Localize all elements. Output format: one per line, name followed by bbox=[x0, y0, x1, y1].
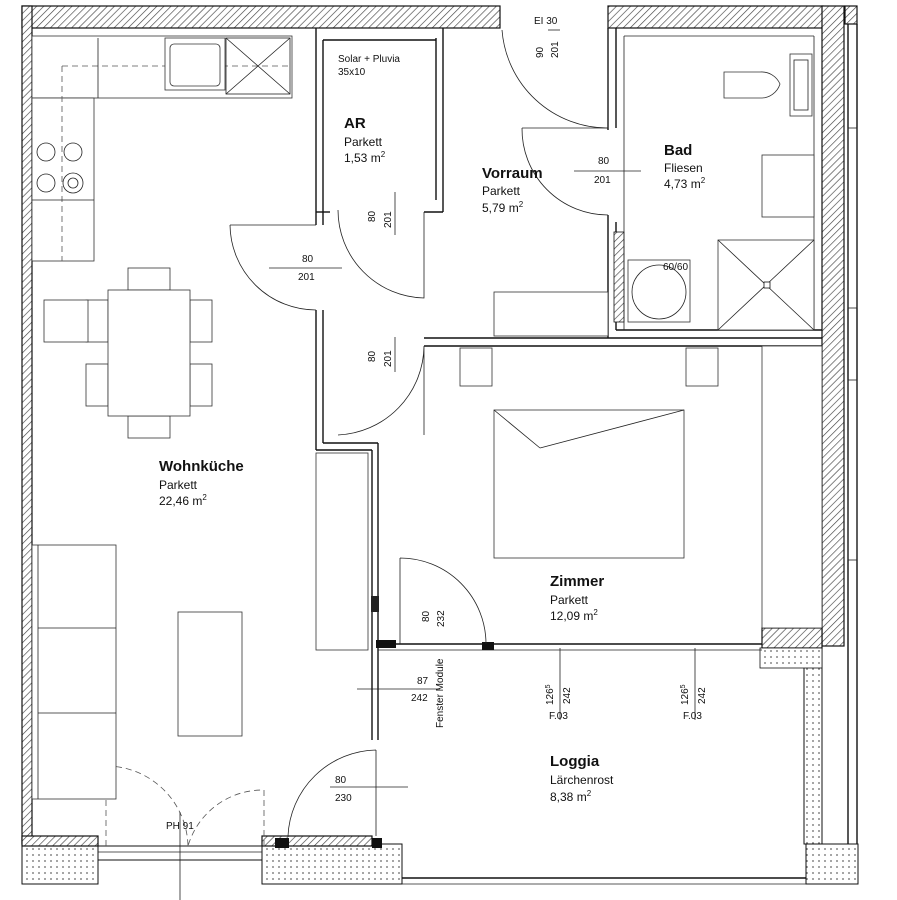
loggia-door-swing bbox=[399, 557, 487, 645]
room-floor-bad: Fliesen bbox=[664, 161, 703, 175]
entrance-door-swing bbox=[501, 29, 609, 129]
bedroom-furniture bbox=[459, 345, 823, 629]
room-floor-wohnkueche: Parkett bbox=[159, 478, 198, 492]
room-name-bad: Bad bbox=[664, 142, 692, 159]
f03b-sill: 1265 bbox=[680, 684, 691, 705]
entrance-fire-class: EI 30 bbox=[534, 16, 558, 27]
room-area-wohnkueche: 22,46 m2 bbox=[159, 493, 207, 508]
room-name-wohnkueche: Wohnküche bbox=[159, 458, 244, 475]
ar-door-width: 80 bbox=[367, 210, 378, 222]
f03-label-a: F.03 bbox=[549, 711, 568, 722]
f03b-height: 242 bbox=[697, 687, 708, 704]
window-height: 242 bbox=[411, 693, 428, 704]
dimension-lines bbox=[179, 29, 696, 900]
window-module-label: Fenster Module bbox=[435, 658, 446, 728]
room-name-zimmer: Zimmer bbox=[550, 573, 604, 590]
entrance-door-width: 90 bbox=[535, 46, 546, 58]
exterior-walls bbox=[21, 5, 859, 885]
loggia-entry-door-swing bbox=[287, 749, 377, 837]
kitchen-door-width: 80 bbox=[302, 254, 314, 265]
interior-walls bbox=[315, 28, 822, 740]
room-floor-loggia: Lärchenrost bbox=[550, 773, 614, 787]
dining-table bbox=[43, 267, 213, 439]
room-floor-vorraum: Parkett bbox=[482, 184, 521, 198]
room-name-loggia: Loggia bbox=[550, 753, 600, 770]
kitchen-french-doors bbox=[105, 765, 265, 847]
ar-door-height: 201 bbox=[383, 211, 394, 228]
loggia-entry-width: 80 bbox=[335, 775, 347, 786]
bad-door-width: 80 bbox=[598, 156, 610, 167]
room-area-zimmer: 12,09 m2 bbox=[550, 608, 598, 623]
sideboard bbox=[315, 452, 369, 651]
loggia-door-width: 80 bbox=[421, 610, 432, 622]
zimmer-door-width: 80 bbox=[367, 350, 378, 362]
solar-label-line1: Solar + Pluvia bbox=[338, 54, 400, 65]
f03-label-b: F.03 bbox=[683, 711, 702, 722]
f03a-sill: 1265 bbox=[545, 684, 556, 705]
loggia-door-height: 232 bbox=[436, 610, 447, 627]
room-area-loggia: 8,38 m2 bbox=[550, 789, 592, 804]
zimmer-door-swing bbox=[337, 345, 425, 436]
window-width: 87 bbox=[417, 676, 429, 687]
bathroom-fixtures bbox=[627, 53, 815, 331]
room-name-ar: AR bbox=[344, 115, 366, 132]
loggia-entry-height: 230 bbox=[335, 793, 352, 804]
f03a-height: 242 bbox=[562, 687, 573, 704]
kitchen-door-height: 201 bbox=[298, 272, 315, 283]
ph-label: PH 91 bbox=[166, 821, 194, 832]
room-floor-zimmer: Parkett bbox=[550, 593, 589, 607]
sofa bbox=[31, 544, 243, 800]
doors bbox=[105, 28, 609, 847]
shower-size-label: 60/60 bbox=[663, 262, 688, 273]
room-area-bad: 4,73 m2 bbox=[664, 176, 706, 191]
kitchen-counter bbox=[31, 35, 293, 262]
room-area-ar: 1,53 m2 bbox=[344, 150, 386, 165]
entrance-door-height: 201 bbox=[550, 41, 561, 58]
room-name-vorraum: Vorraum bbox=[482, 165, 543, 182]
vorraum-bench bbox=[493, 291, 609, 337]
room-area-vorraum: 5,79 m2 bbox=[482, 200, 524, 215]
ar-door-swing bbox=[337, 209, 425, 299]
kitchen-door-swing bbox=[229, 224, 317, 311]
bad-door-height: 201 bbox=[594, 175, 611, 186]
bad-door-swing bbox=[521, 127, 609, 216]
solar-label-line2: 35x10 bbox=[338, 67, 366, 78]
room-floor-ar: Parkett bbox=[344, 135, 383, 149]
zimmer-door-height: 201 bbox=[383, 350, 394, 367]
